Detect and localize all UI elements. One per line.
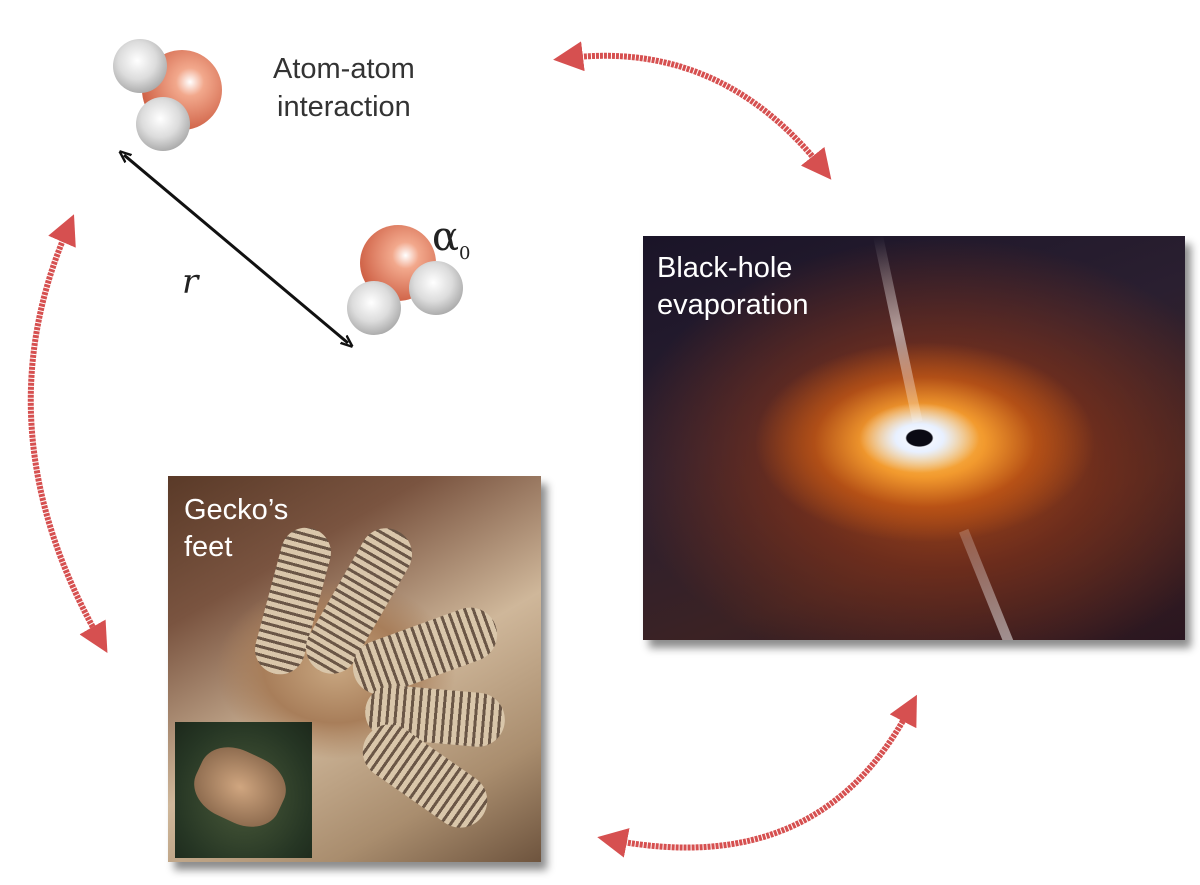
gecko-body: [184, 736, 296, 838]
jet: [873, 236, 923, 423]
blackhole-label-line1: Black-hole: [657, 252, 793, 284]
gecko-inset-image: [175, 722, 312, 858]
blackhole-label-line2: evaporation: [657, 289, 809, 321]
molecule-1: [113, 39, 222, 151]
jet: [959, 528, 1017, 640]
molecule-2: [347, 225, 463, 335]
polarizability-symbol: α0: [432, 214, 470, 264]
atom-label-line1: Atom-atom: [273, 53, 415, 85]
gecko-image: Gecko’s feet: [168, 476, 541, 862]
atom-label-line2: interaction: [277, 91, 411, 123]
blackhole-label: Black-hole evaporation: [657, 250, 809, 324]
curved-arrow-left: [27, 214, 108, 654]
alpha: α: [432, 214, 460, 260]
atom-interaction-label: Atom-atom interaction: [273, 50, 415, 126]
curved-arrow-bottom: [597, 694, 917, 858]
gecko-label-line2: feet: [184, 531, 233, 563]
distance-symbol: r: [182, 262, 199, 302]
blackhole-image: Black-hole evaporation: [643, 236, 1185, 640]
gecko-label-line1: Gecko’s: [184, 494, 289, 526]
alpha-subscript: 0: [459, 243, 471, 264]
gecko-label: Gecko’s feet: [184, 492, 288, 566]
distance-arrow: [124, 155, 348, 343]
curved-arrow-top: [553, 41, 832, 180]
